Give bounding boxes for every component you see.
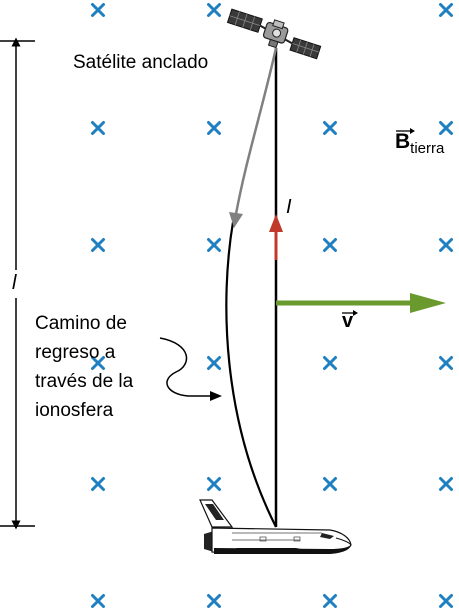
field-cross-icon: [207, 3, 221, 17]
field-cross-icon: [439, 594, 453, 608]
field-cross-icon: [91, 594, 105, 608]
field-cross-icon: [439, 3, 453, 17]
field-cross-icon: [91, 477, 105, 491]
field-label: Btierra: [395, 130, 445, 157]
current-label: I: [286, 196, 292, 218]
velocity-arrowhead: [410, 293, 446, 313]
field-cross-icon: [91, 3, 105, 17]
field-cross-icon: [323, 356, 337, 370]
return-path-label-line-4: ionosfera: [35, 400, 114, 421]
field-cross-icon: [439, 121, 453, 135]
field-cross-icon: [207, 356, 221, 370]
velocity-label: v: [342, 310, 354, 332]
current-arrowhead: [269, 214, 283, 232]
length-label: l: [12, 272, 17, 294]
return-path-label-line-2: regreso a: [35, 342, 116, 363]
return-path-label-line-3: través de la: [35, 371, 134, 392]
field-cross-icon: [207, 121, 221, 135]
return-path-arrowhead: [229, 212, 243, 228]
field-cross-icon: [207, 594, 221, 608]
velocity-vector-overarrow-head: [353, 310, 358, 316]
label-pointer-squiggle: [159, 337, 212, 397]
field-cross-icon: [439, 477, 453, 491]
field-cross-icon: [439, 356, 453, 370]
return-path-curve: [225, 221, 277, 528]
length-label-gap: [8, 270, 24, 298]
label-pointer-arrowhead: [210, 391, 222, 401]
field-cross-icon: [91, 356, 105, 370]
field-cross-icon: [323, 594, 337, 608]
field-cross-icon: [207, 477, 221, 491]
satellite-label: Satélite anclado: [73, 52, 209, 73]
field-cross-icon: [207, 238, 221, 252]
magnetic-field-crosses: [91, 3, 453, 608]
field-cross-icon: [91, 238, 105, 252]
field-symbol: B: [395, 130, 411, 153]
return-path-gray-segment: [234, 47, 278, 215]
field-cross-icon: [323, 238, 337, 252]
field-cross-icon: [439, 238, 453, 252]
field-cross-icon: [323, 121, 337, 135]
return-path-label-line-1: Camino de: [35, 313, 127, 334]
space-shuttle-icon: [199, 499, 352, 554]
field-subscript: tierra: [410, 140, 445, 157]
field-cross-icon: [91, 121, 105, 135]
field-vector-overarrow-head: [410, 128, 415, 134]
field-cross-icon: [323, 477, 337, 491]
satellite-icon: [226, 8, 322, 60]
